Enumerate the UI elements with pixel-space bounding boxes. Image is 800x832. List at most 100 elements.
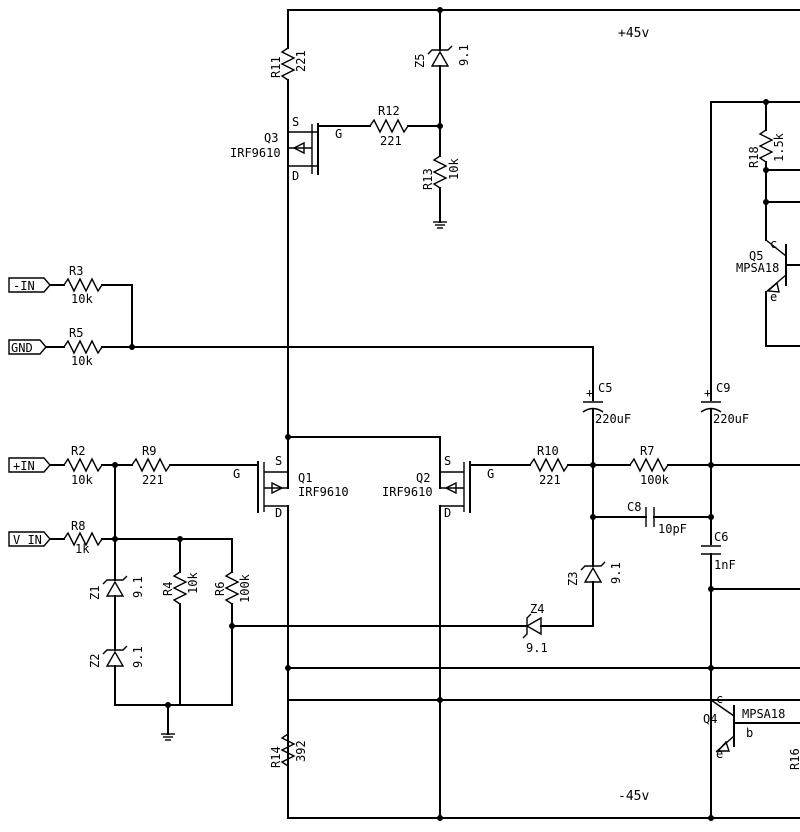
r5-value: 10k	[71, 354, 93, 368]
r13-value: 10k	[447, 158, 461, 180]
r8-value: 1k	[75, 542, 90, 556]
c8-name: C8	[627, 500, 641, 514]
z5-name: Z5	[413, 54, 427, 68]
r12: R12 221	[317, 104, 443, 148]
r6: R6 100k	[213, 538, 252, 706]
c5-name: C5	[598, 381, 612, 395]
r11-name: R11	[269, 56, 283, 78]
q5-name: Q5	[749, 249, 763, 263]
r3: R3 10k	[49, 264, 133, 348]
r6-name: R6	[213, 582, 227, 596]
minus-in-port: -IN	[8, 277, 51, 293]
r12-name: R12	[378, 104, 400, 118]
q4-c-pin: c	[716, 692, 723, 706]
c6-name: C6	[714, 530, 728, 544]
z2-zener: Z2 9.1	[88, 645, 145, 706]
r5-name: R5	[69, 326, 83, 340]
q2-transistor: S D G Q2 IRF9610	[382, 436, 494, 819]
q3-transistor: S D G Q3 IRF9610	[230, 115, 342, 183]
r11-value: 221	[294, 50, 308, 72]
r10: R10 221	[469, 444, 631, 487]
q4-name: Q4	[703, 712, 717, 726]
q1-name: Q1	[298, 471, 312, 485]
r10-value: 221	[539, 473, 561, 487]
q3-g-pin: G	[335, 127, 342, 141]
q2-g-pin: G	[487, 467, 494, 481]
v-in-label: V IN	[13, 533, 42, 547]
q5-transistor: c e Q5 MPSA18	[736, 237, 800, 347]
q2-name: Q2	[416, 471, 430, 485]
v-in-port: V IN	[8, 531, 51, 547]
pos-rail-label: +45v	[618, 26, 649, 41]
gnd-port: GND	[8, 339, 47, 355]
q3-name: Q3	[264, 131, 278, 145]
r7-name: R7	[640, 444, 654, 458]
r2: R2 10k	[49, 444, 133, 487]
r9-name: R9	[142, 444, 156, 458]
c5-capacitor: + C5 220uF	[582, 346, 631, 465]
r4-value: 10k	[186, 572, 200, 594]
plus-in-port: +IN	[8, 457, 51, 473]
q4-part: MPSA18	[742, 707, 785, 721]
r18: R18 1.5k	[747, 101, 786, 241]
z5-zener: Z5 9.1	[413, 7, 471, 127]
q2-part: IRF9610	[382, 485, 433, 499]
q5-part: MPSA18	[736, 261, 779, 275]
r4: R4 10k	[161, 538, 200, 706]
ground-symbol-top	[433, 221, 447, 229]
ground-symbol-bottom	[161, 733, 175, 741]
r8: R8 1k	[49, 519, 233, 556]
minus-in-label: -IN	[13, 279, 35, 293]
z3-value: 9.1	[609, 562, 623, 584]
q1-g-pin: G	[233, 467, 240, 481]
r2-name: R2	[71, 444, 85, 458]
z5-value: 9.1	[457, 44, 471, 66]
c5-plus: +	[586, 386, 593, 400]
c9-capacitor: + C9 220uF	[700, 381, 749, 545]
q1-transistor: S D G Q1 IRF9610	[233, 436, 349, 819]
r3-value: 10k	[71, 292, 93, 306]
q1-s-pin: S	[275, 454, 282, 468]
z2-name: Z2	[88, 654, 102, 668]
r5: R5 10k	[45, 326, 594, 368]
c8-value: 10pF	[658, 522, 687, 536]
z3-name: Z3	[566, 572, 580, 586]
c5-value: 220uF	[595, 412, 631, 426]
gnd-label: GND	[11, 341, 33, 355]
negative-rail: -45v	[287, 789, 800, 819]
r7: R7 100k	[629, 444, 800, 487]
r9-value: 221	[142, 473, 164, 487]
r7-value: 100k	[640, 473, 670, 487]
r10-name: R10	[537, 444, 559, 458]
q2-s-pin: S	[444, 454, 451, 468]
c6-value: 1nF	[714, 558, 736, 572]
r3-name: R3	[69, 264, 83, 278]
z2-value: 9.1	[131, 646, 145, 668]
r13-name: R13	[421, 168, 435, 190]
z4-value: 9.1	[526, 641, 548, 655]
z4-name: Z4	[530, 602, 544, 616]
q3-part: IRF9610	[230, 146, 281, 160]
z4-zener: Z4 9.1	[231, 602, 594, 655]
r4-name: R4	[161, 582, 175, 596]
q5-e-pin: e	[770, 290, 777, 304]
r16-name: R16	[788, 748, 800, 770]
r6-value: 100k	[238, 573, 252, 603]
z1-value: 9.1	[131, 576, 145, 598]
z3-zener: Z3 9.1	[566, 561, 623, 627]
neg-rail-label: -45v	[618, 789, 649, 804]
q5-c-pin: c	[770, 237, 777, 251]
c9-value: 220uF	[713, 412, 749, 426]
r18-value: 1.5k	[772, 132, 786, 162]
z1-zener: Z1 9.1	[88, 575, 145, 651]
r14-name: R14	[269, 746, 283, 768]
q3-s-pin: S	[292, 115, 299, 129]
r8-name: R8	[71, 519, 85, 533]
plus-in-label: +IN	[13, 459, 35, 473]
q4-e-pin: e	[716, 747, 723, 761]
q4-transistor: c b e Q4 MPSA18	[703, 692, 800, 761]
r18-name: R18	[747, 146, 761, 168]
c6-capacitor: C6 1nF	[701, 530, 736, 819]
r9: R9 221	[131, 444, 259, 487]
